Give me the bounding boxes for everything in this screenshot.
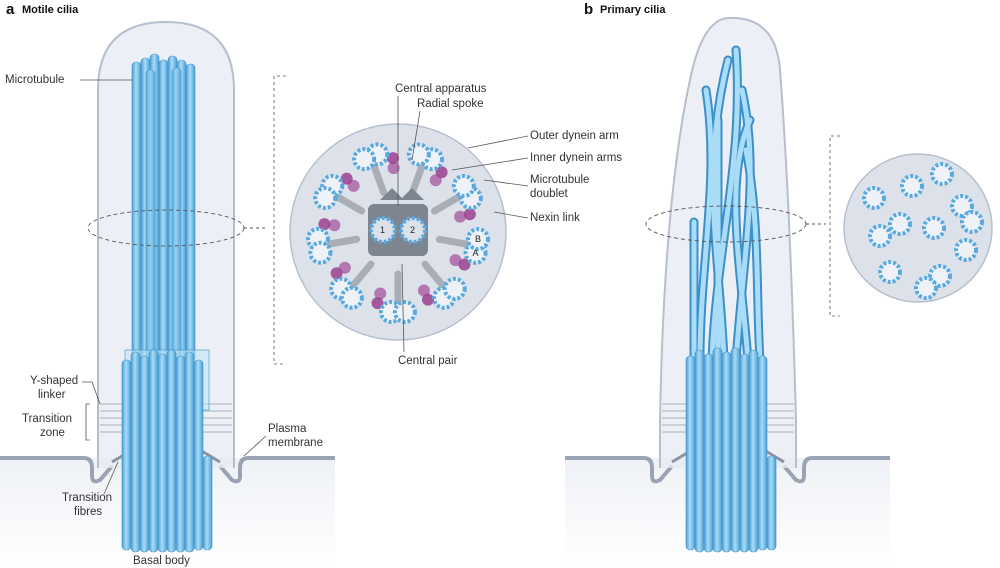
label-transition-zone-1: Transition [22, 413, 72, 425]
label-nexin-link: Nexin link [530, 212, 580, 224]
doublet-ring: AB [305, 142, 490, 325]
panel-b-title: Primary cilia [600, 4, 666, 16]
label-outer-dynein-arm: Outer dynein arm [530, 130, 619, 142]
panel-a-title: Motile cilia [22, 4, 79, 16]
primary-doublet [922, 216, 946, 240]
basal-body-a [121, 349, 213, 553]
primary-cilium [565, 16, 993, 568]
leader-y-shaped [82, 381, 101, 405]
central-tubule-1 [369, 216, 397, 244]
primary-doublet [868, 224, 892, 248]
leader-transition-fibres [103, 461, 119, 495]
primary-doublet [888, 212, 912, 236]
leader-radial-spoke [411, 110, 421, 161]
label-inner-dynein-arms: Inner dynein arms [530, 152, 622, 164]
axoneme-a [124, 53, 210, 411]
section-bracket-a [273, 75, 286, 365]
microtubule-doublet [305, 218, 361, 265]
label-microtubule-doublet-1: Microtubule [530, 174, 589, 186]
central-label-1: 1 [380, 225, 385, 235]
primary-doublets [862, 162, 984, 300]
label-y-shaped-1: Y-shaped [30, 375, 78, 387]
primary-doublet [930, 162, 954, 186]
primary-doublet [862, 186, 886, 210]
panel-a-letter: a [6, 1, 15, 18]
microtubule-doublet [352, 142, 400, 197]
leader-plasma-membrane [243, 435, 267, 457]
central-label-2: 2 [410, 225, 415, 235]
microtubule-doublet [329, 260, 375, 310]
label-transition-fibres-1: Transition [62, 492, 112, 504]
label-microtubule: Microtubule [5, 74, 64, 86]
central-apparatus: 1 2 [368, 188, 428, 256]
tubule-b-label: B [475, 234, 481, 244]
leader-microtubule-doublet [483, 179, 529, 187]
section-bracket-b [829, 135, 840, 317]
leader-outer-dynein-arm [467, 135, 529, 149]
primary-doublet [914, 276, 938, 300]
leader-central-pair [401, 263, 405, 353]
label-basal-body: Basal body [133, 555, 190, 567]
label-central-apparatus: Central apparatus [395, 83, 487, 95]
label-plasma-membrane-1: Plasma [268, 423, 307, 435]
plasma-membrane-b-right [782, 456, 890, 484]
motile-cilium: Microtubule Y-shaped linker Transition z… [0, 20, 335, 568]
leader-inner-dynein-arms [451, 157, 529, 171]
label-y-shaped-2: linker [38, 389, 66, 401]
microtubule-doublet [417, 260, 467, 310]
plasma-membrane-a-right [218, 456, 335, 484]
primary-doublet [900, 174, 924, 198]
label-transition-zone-2: zone [40, 427, 65, 439]
leader-transition-zone [85, 403, 90, 441]
leader-nexin-link [493, 211, 529, 219]
panel-b-letter: b [584, 1, 593, 18]
microtubule-doublet [371, 270, 417, 325]
tubule-a-label: A [473, 248, 479, 258]
central-tubule-2 [399, 216, 427, 244]
label-plasma-membrane-2: membrane [268, 437, 323, 449]
primary-doublet [954, 238, 978, 262]
basal-body-b [685, 347, 777, 553]
label-microtubule-doublet-2: doublet [530, 188, 569, 200]
label-central-pair: Central pair [398, 355, 458, 367]
primary-doublet [960, 210, 984, 234]
label-transition-fibres-2: fibres [74, 506, 102, 518]
plasma-membrane-b-left [565, 456, 674, 484]
plasma-membrane-a-left [0, 456, 114, 484]
microtubule-doublet [313, 172, 366, 215]
axoneme-cross-section: AB 1 2 Central apparatus Radial spoke Ou… [289, 83, 622, 367]
microtubule-doublet: AB [435, 227, 490, 271]
axoneme-b [689, 45, 765, 365]
label-radial-spoke: Radial spoke [417, 98, 483, 110]
primary-doublet [878, 260, 902, 284]
microtubule-doublet [430, 173, 483, 223]
